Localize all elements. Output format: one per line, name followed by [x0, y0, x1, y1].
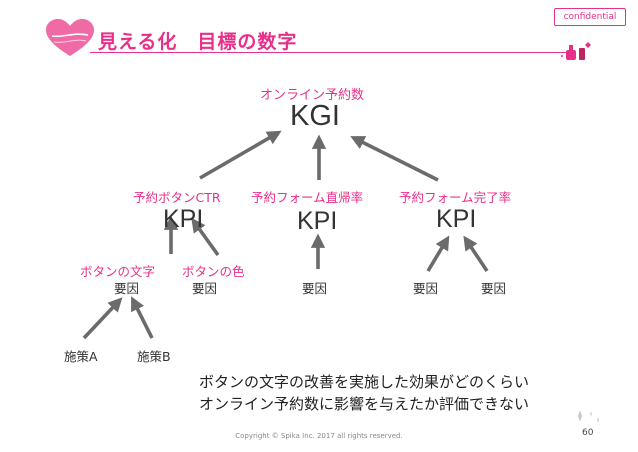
- page-title: 見える化 目標の数字: [98, 31, 298, 53]
- note-line-2: オンライン予約数に影響を与えたか評価できない: [199, 395, 530, 413]
- factor-label-3: 要因: [302, 281, 328, 296]
- factor-label-1: 要因: [114, 281, 140, 296]
- sparkle-icon: [578, 410, 599, 423]
- arrow-factor2-to-kpi1: [191, 217, 220, 257]
- factor-label-2: 要因: [192, 281, 218, 296]
- kpi-caption-1: 予約ボタンCTR: [133, 190, 221, 205]
- cosmetics-icon: [561, 42, 591, 60]
- arrow-kpi1-to-kgi: [199, 130, 282, 180]
- kpi-label-3: KPI: [436, 205, 477, 233]
- arrow-kpi3-to-kgi: [350, 136, 439, 182]
- kpi-label-1: KPI: [163, 205, 204, 233]
- arrow-measureA-to-factor: [82, 297, 123, 340]
- kgi-caption: オンライン予約数: [260, 88, 365, 103]
- measure-a: 施策A: [64, 349, 98, 364]
- factor-caption-2: ボタンの色: [182, 264, 245, 279]
- confidential-badge: confidential: [554, 8, 626, 26]
- measure-b: 施策B: [137, 349, 171, 364]
- page-number: 60: [582, 428, 594, 438]
- factor-caption-1: ボタンの文字: [80, 264, 156, 279]
- factor-label-5: 要因: [481, 281, 507, 296]
- copyright-footer: Copyright © Spika Inc. 2017 all rights r…: [235, 432, 403, 440]
- arrow-measureB-to-factor: [131, 296, 154, 339]
- arrow-factor4-to-kpi3: [426, 235, 450, 272]
- heart-logo-icon: [46, 19, 94, 56]
- kpi-caption-3: 予約フォーム完了率: [399, 190, 512, 205]
- factor-label-4: 要因: [413, 281, 439, 296]
- kpi-caption-2: 予約フォーム直帰率: [251, 190, 364, 205]
- title-divider: [90, 52, 570, 53]
- arrow-factor5-to-kpi3: [463, 235, 489, 272]
- kgi-label: KGI: [290, 100, 340, 132]
- note-line-1: ボタンの文字の改善を実施した効果がどのくらい: [199, 373, 530, 391]
- kpi-label-2: KPI: [297, 207, 338, 235]
